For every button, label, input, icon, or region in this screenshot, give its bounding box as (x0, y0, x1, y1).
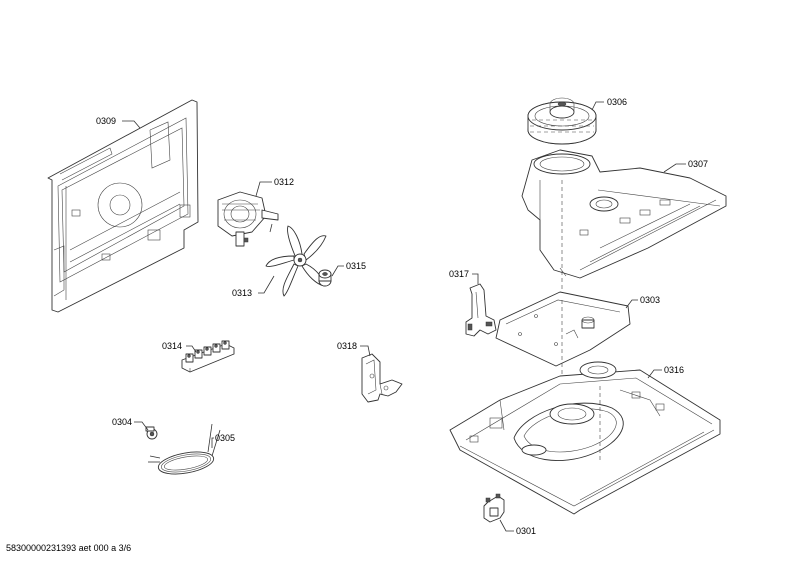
label-0316: 0316 (664, 365, 685, 375)
label-0305: 0305 (215, 433, 236, 443)
label-0313: 0313 (232, 288, 253, 298)
label-0307: 0307 (688, 159, 709, 169)
label-0309: 0309 (96, 116, 117, 126)
label-0301: 0301 (516, 526, 537, 536)
label-0317: 0317 (449, 269, 470, 279)
label-0306: 0306 (607, 97, 628, 107)
part-0309-back-panel (47, 99, 199, 313)
part-0318-bracket (361, 353, 403, 403)
part-0312-fan-motor (217, 191, 279, 247)
part-0313-fan-wheel (265, 225, 327, 297)
part-0316-base-frame (449, 361, 721, 515)
label-0314: 0314 (162, 341, 183, 351)
label-0315: 0315 (346, 261, 367, 271)
part-0301-switch (483, 493, 505, 523)
part-0304-grommet (145, 426, 158, 440)
part-0317-bracket (465, 283, 497, 337)
label-0312: 0312 (274, 177, 295, 187)
part-0315-nut (318, 269, 332, 287)
part-0306-fan-wheel (527, 97, 597, 145)
part-0314-terminal-block (181, 340, 235, 373)
document-footer-id: 58300000231393 aet 000 a 3/6 (6, 543, 132, 553)
part-0305-cable (148, 423, 221, 475)
label-0303: 0303 (640, 295, 661, 305)
part-0303-cover-plate (495, 291, 631, 380)
leader-lines (122, 101, 686, 532)
part-0307-fan-housing (521, 149, 727, 300)
label-0304: 0304 (112, 417, 133, 427)
label-0318: 0318 (337, 341, 358, 351)
